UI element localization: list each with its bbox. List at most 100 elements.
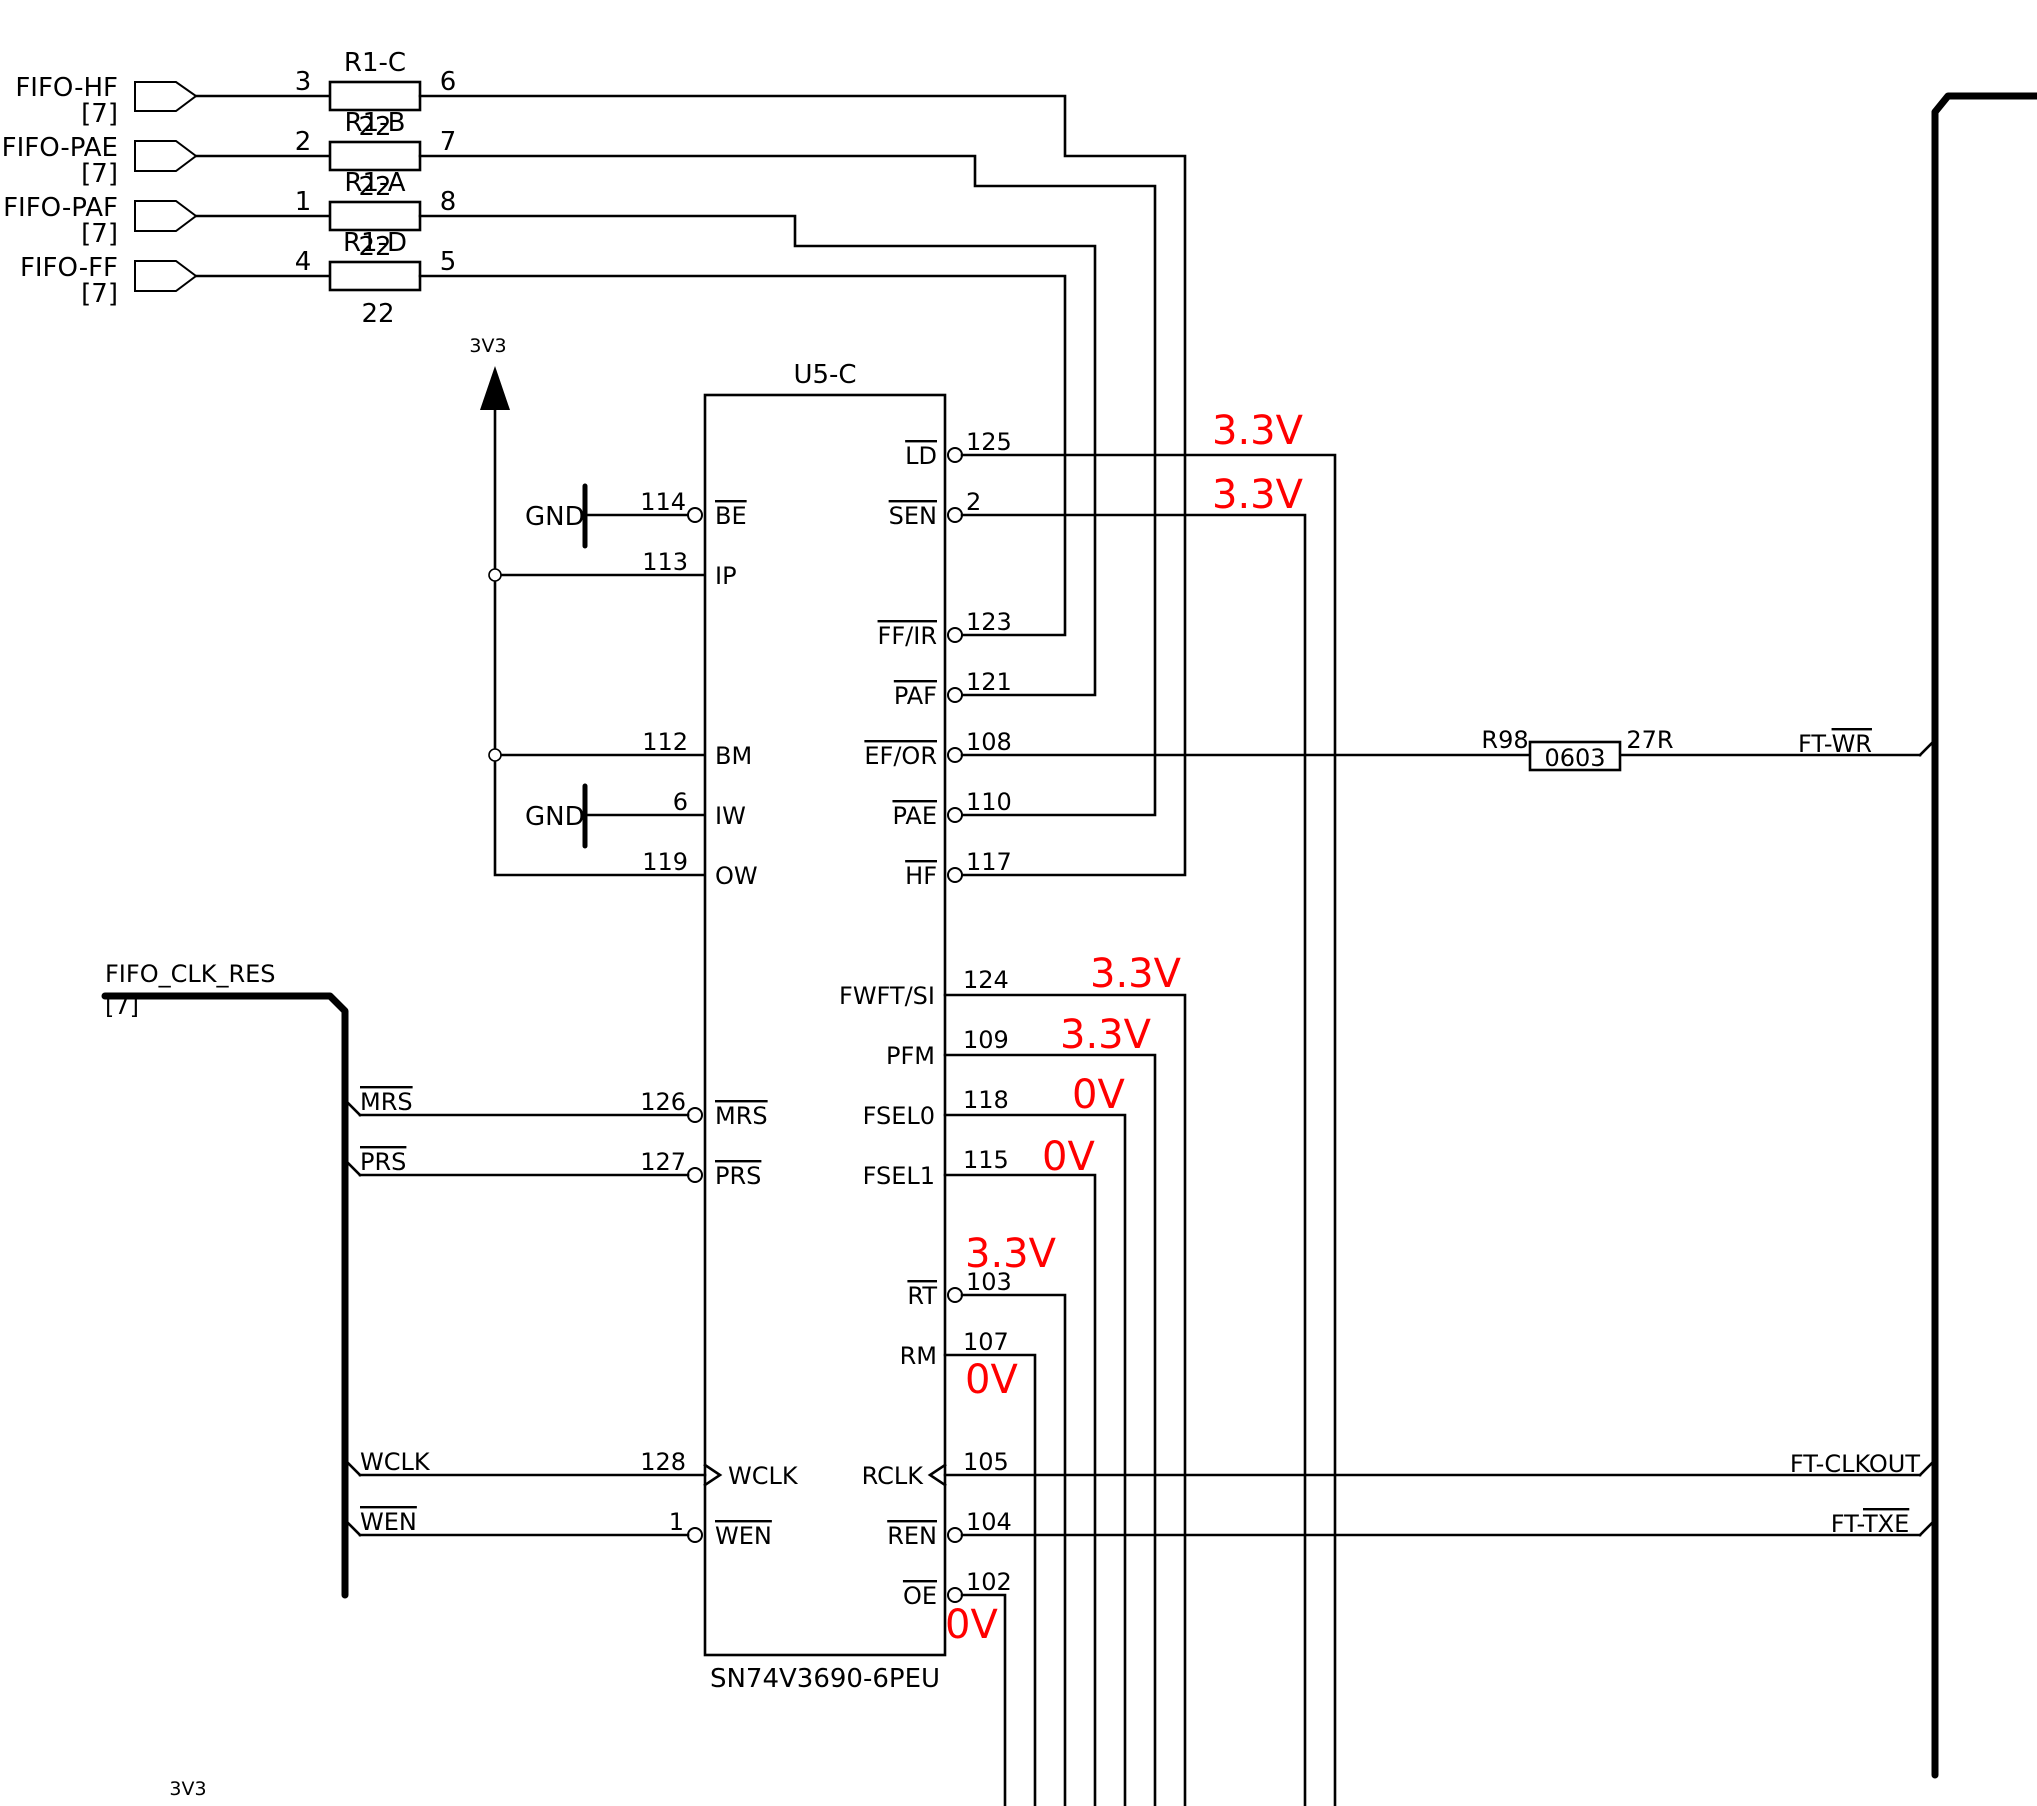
pin-number: 104 bbox=[966, 1508, 1012, 1536]
resistor-ref: R1-B bbox=[345, 108, 406, 138]
power-arrow bbox=[480, 366, 510, 410]
voltage-fsel1: 0V bbox=[1042, 1134, 1095, 1180]
pin-paf: 121 PAF bbox=[894, 668, 1012, 710]
pin-be: 114 BE bbox=[640, 488, 746, 530]
pin-name: RT bbox=[907, 1282, 937, 1310]
voltage-sen: 3.3V bbox=[1212, 472, 1304, 518]
resistor-r98: 0603 R98 27R bbox=[1481, 726, 1673, 772]
pin-bm: 112 BM bbox=[642, 728, 752, 770]
pin-name: RCLK bbox=[862, 1462, 925, 1490]
gnd-symbol-be: GND bbox=[525, 483, 690, 549]
pin-name: HF bbox=[905, 862, 937, 890]
power-3v3-symbol: 3V3 bbox=[469, 335, 707, 877]
chip-u5-c: U5-C SN74V3690-6PEU 114 BE 113 IP 112 BM… bbox=[640, 360, 1012, 1694]
pin-number: 108 bbox=[966, 728, 1012, 756]
resistor-value: 22 bbox=[358, 232, 391, 262]
resistor-package: 0603 bbox=[1544, 744, 1605, 772]
bus-name: FIFO_CLK_RES bbox=[105, 960, 276, 988]
bus-sheet: [7] bbox=[105, 992, 139, 1020]
voltage-oe: 0V bbox=[945, 1602, 998, 1648]
voltage-rm: 0V bbox=[965, 1357, 1018, 1403]
pin-name: WCLK bbox=[728, 1462, 799, 1490]
pin-number: 121 bbox=[966, 668, 1012, 696]
pin-name: OW bbox=[715, 862, 758, 890]
pin-number: 112 bbox=[642, 728, 688, 756]
pin-fsel1: 115 FSEL1 bbox=[863, 1146, 1009, 1190]
port-shape bbox=[134, 140, 198, 172]
pin-name: MRS bbox=[715, 1102, 768, 1130]
pin-rm: 107 RM bbox=[900, 1328, 1009, 1370]
pin-ld: 125 LD bbox=[905, 428, 1012, 470]
pin-name: OE bbox=[903, 1582, 937, 1610]
resistor-value: 27R bbox=[1626, 726, 1673, 754]
pin-number: 102 bbox=[966, 1568, 1012, 1596]
pin-name: IP bbox=[715, 562, 737, 590]
gnd-label: GND bbox=[525, 502, 585, 532]
pin-number: 107 bbox=[963, 1328, 1009, 1356]
control-wires bbox=[943, 453, 1922, 1806]
voltage-ld: 3.3V bbox=[1212, 408, 1304, 454]
pin-number: 1 bbox=[295, 187, 312, 217]
pin-name: FWFT/SI bbox=[839, 982, 935, 1010]
port-shape bbox=[134, 81, 198, 112]
pin-number: 128 bbox=[640, 1448, 686, 1476]
pin-name: PRS bbox=[715, 1162, 761, 1190]
pin-wclk: 128 WCLK bbox=[640, 1448, 799, 1490]
port-sheet: [7] bbox=[81, 99, 118, 129]
chip-part-number: SN74V3690-6PEU bbox=[710, 1664, 940, 1694]
pin-ip: 113 IP bbox=[642, 548, 736, 590]
pin-number: 7 bbox=[440, 127, 457, 157]
bottom-partial: 3V3 bbox=[169, 1778, 206, 1800]
clock-triangle bbox=[703, 1463, 723, 1487]
pin-fwft-si: 124 FWFT/SI bbox=[839, 966, 1009, 1010]
pin-wen: 1 WEN bbox=[669, 1508, 772, 1550]
left-bus-fifo-clk-res: FIFO_CLK_RES [7] MRS PRS WCLK WEN bbox=[101, 960, 707, 1599]
pin-number: 113 bbox=[642, 548, 688, 576]
pin-prs: 127 PRS bbox=[640, 1148, 761, 1190]
pin-number: 3 bbox=[295, 67, 312, 97]
chip-ref: U5-C bbox=[793, 360, 856, 390]
port-name: FIFO-PAE bbox=[2, 133, 118, 163]
pin-name: FSEL1 bbox=[863, 1162, 935, 1190]
pin-number: 119 bbox=[642, 848, 688, 876]
pin-name: REN bbox=[887, 1522, 937, 1550]
port-fifo-paf: FIFO-PAF [7] bbox=[3, 193, 198, 249]
bus-entry-label: FT-WR bbox=[1798, 730, 1872, 758]
pin-number: 4 bbox=[295, 247, 312, 277]
bus-entry-label: WEN bbox=[360, 1508, 417, 1536]
pin-name: RM bbox=[900, 1342, 937, 1370]
pin-hf: 117 HF bbox=[905, 848, 1012, 890]
pin-number: 124 bbox=[963, 966, 1009, 994]
pin-ren: 104 REN bbox=[887, 1508, 1012, 1550]
pin-number: 2 bbox=[295, 127, 312, 157]
pin-name: PAE bbox=[892, 802, 937, 830]
pin-number: 125 bbox=[966, 428, 1012, 456]
pin-number: 6 bbox=[673, 788, 688, 816]
pin-number: 117 bbox=[966, 848, 1012, 876]
resistor-r1-a: R1-A 22 1 8 bbox=[194, 168, 456, 262]
power-label: 3V3 bbox=[169, 1778, 206, 1800]
pin-number: 2 bbox=[966, 488, 981, 516]
pin-iw: 6 IW bbox=[673, 788, 746, 830]
pin-name: IW bbox=[715, 802, 746, 830]
pin-oe: 102 OE bbox=[903, 1568, 1012, 1610]
junction-dot bbox=[488, 748, 502, 762]
gnd-symbol-iw: GND bbox=[525, 783, 707, 849]
pin-name: FSEL0 bbox=[863, 1102, 935, 1130]
port-sheet: [7] bbox=[81, 159, 118, 189]
voltage-rt: 3.3V bbox=[965, 1231, 1057, 1277]
pin-number: 118 bbox=[963, 1086, 1009, 1114]
pin-name: SEN bbox=[889, 502, 937, 530]
port-fifo-hf: FIFO-HF [7] bbox=[15, 73, 198, 129]
bus-entry-label: FT-TXE bbox=[1831, 1510, 1910, 1538]
resistor-r1-c: R1-C 22 3 6 bbox=[194, 48, 456, 142]
pin-name: PFM bbox=[886, 1042, 935, 1070]
gnd-label: GND bbox=[525, 802, 585, 832]
bus-entry-label: PRS bbox=[360, 1148, 406, 1176]
voltage-fsel0: 0V bbox=[1072, 1072, 1125, 1118]
pin-ff-ir: 123 FF/IR bbox=[878, 608, 1012, 650]
power-label: 3V3 bbox=[469, 335, 506, 357]
resistor-ref: R1-C bbox=[344, 48, 406, 78]
resistor-ref: R1-A bbox=[344, 168, 405, 198]
